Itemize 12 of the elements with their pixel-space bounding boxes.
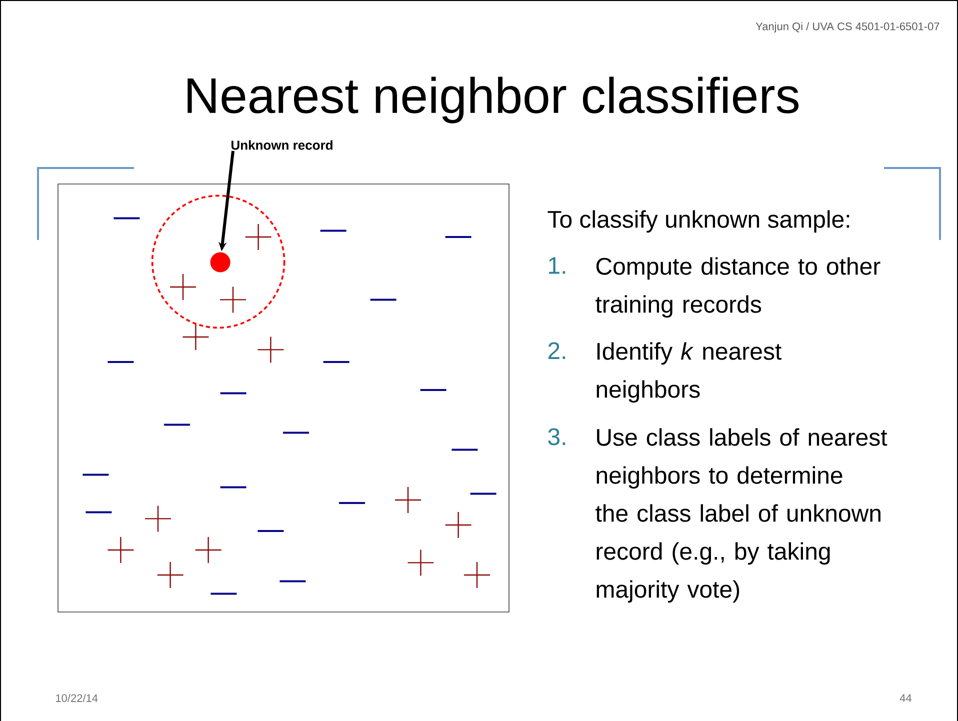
list-number: 2. [548, 342, 566, 359]
intro-text: To classify unknown sample: [548, 210, 850, 233]
header-text: Yanjun Qi / UVA CS 4501-01-6501-07 [756, 22, 940, 32]
list-number: 1. [549, 257, 566, 274]
page-number: 44 [900, 694, 912, 702]
list-item: Identify k nearest neighbors [596, 342, 782, 403]
title: Nearest neighbor classifiers [188, 76, 799, 124]
query-point [210, 252, 230, 272]
list-item: Use class labels of nearest neighbors to determine the class label of unknown record (e.g., by taking majority vote) [596, 428, 888, 603]
list-number: 3. [548, 428, 566, 446]
callout-text: Unknown record [232, 140, 332, 150]
date: 10/22/14 [56, 694, 98, 702]
